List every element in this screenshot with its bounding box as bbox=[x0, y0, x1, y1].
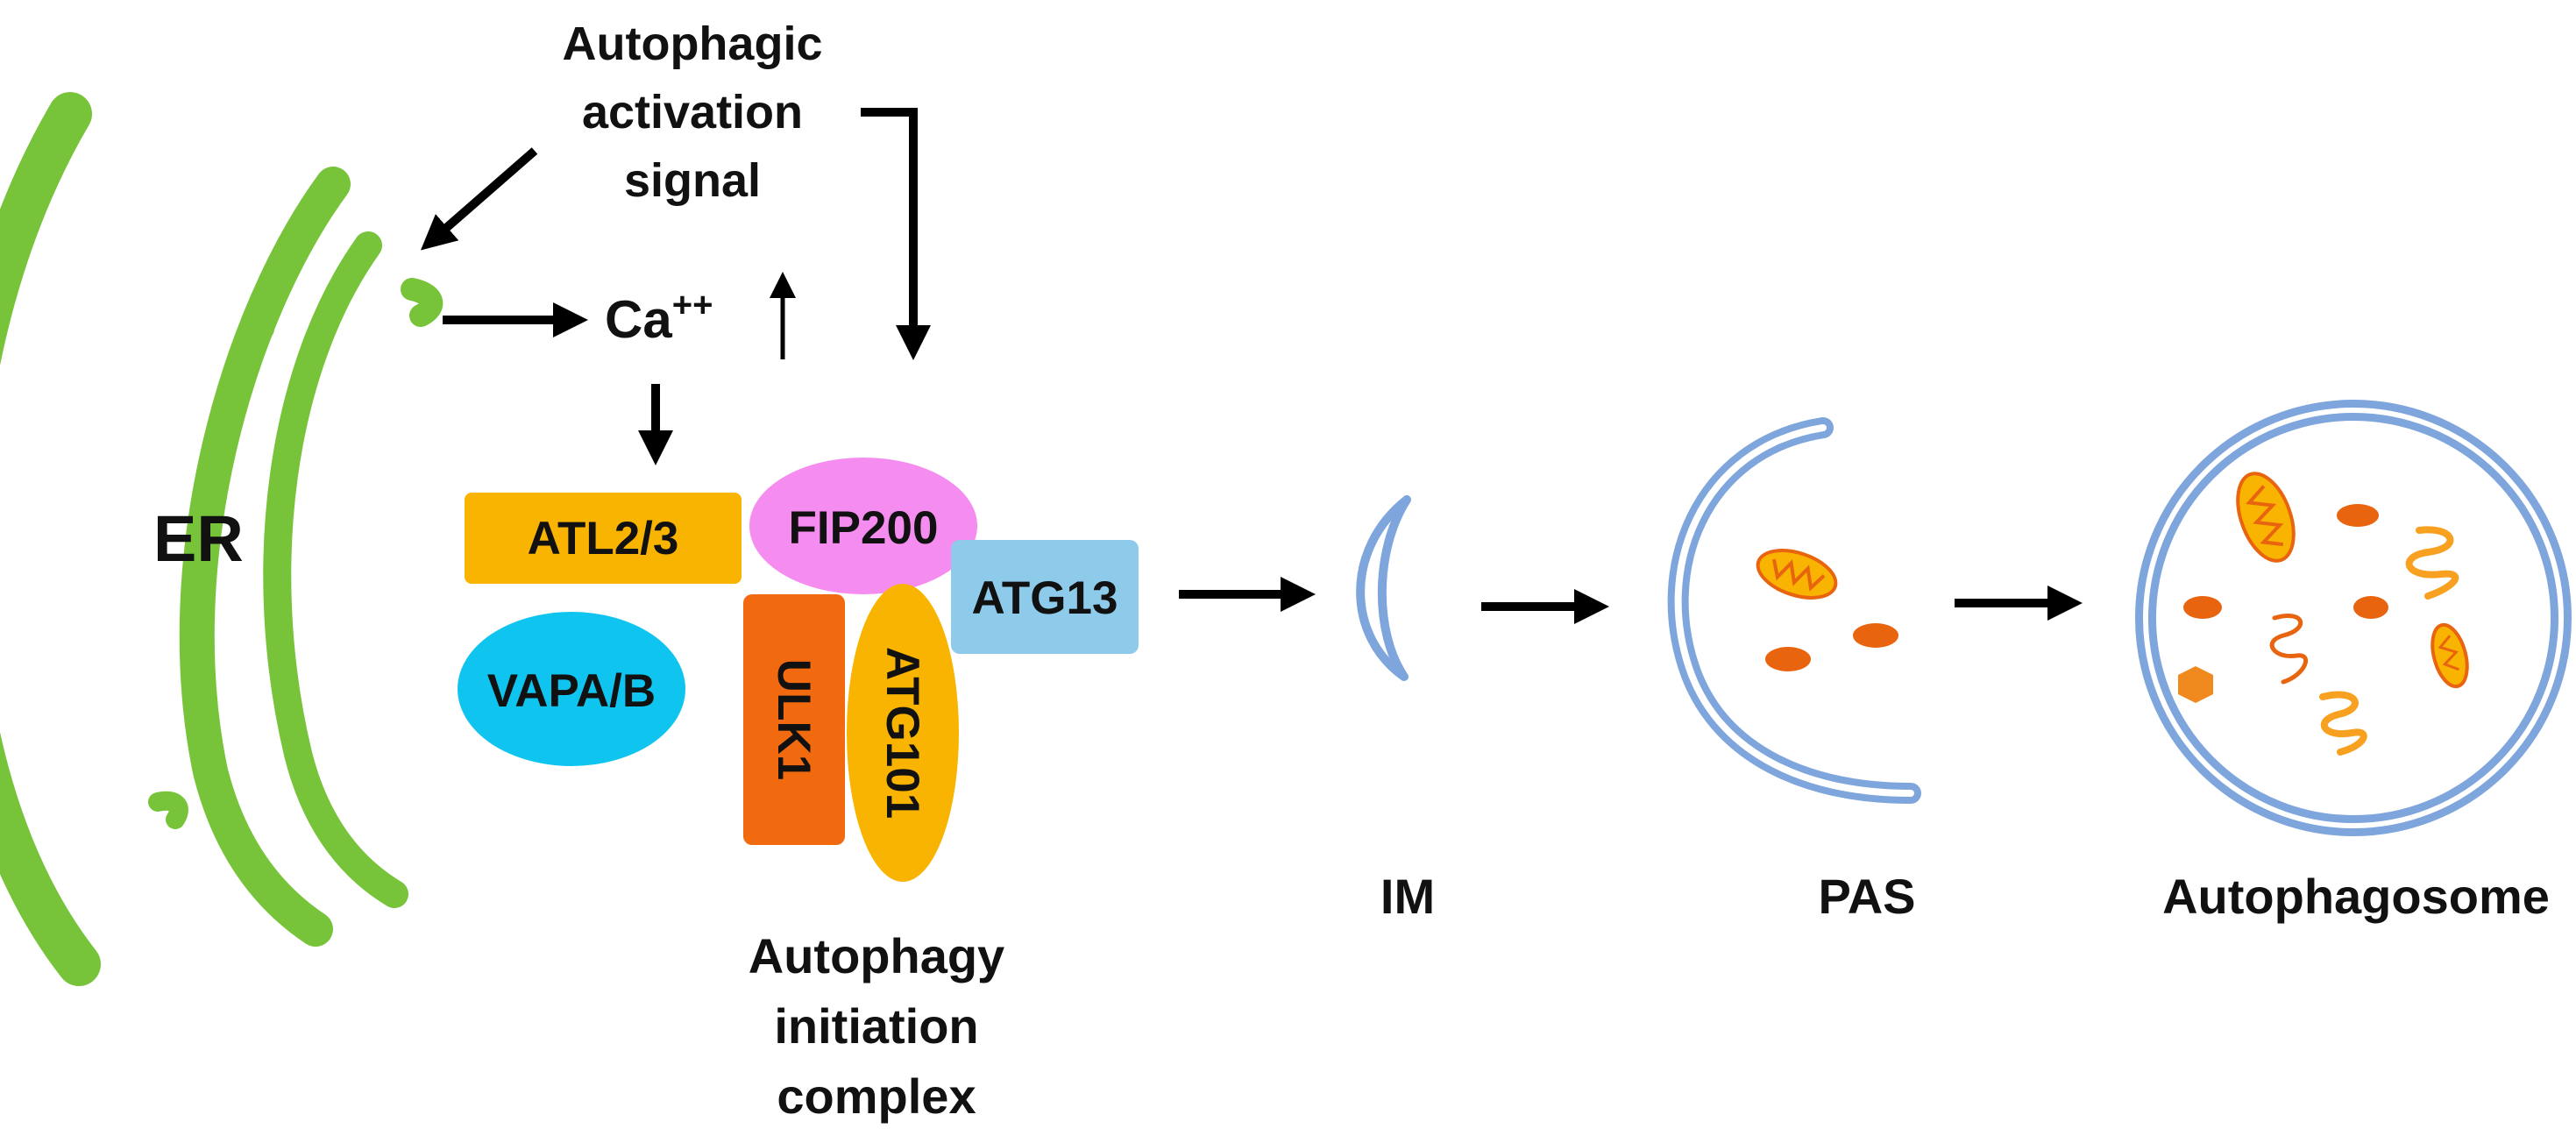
calcium-ion: Ca bbox=[605, 290, 672, 349]
pas-cargo-2 bbox=[1765, 647, 1811, 671]
autophagosome-mitochondrion-1 bbox=[2236, 472, 2296, 563]
autophagosome-hexagon bbox=[2178, 666, 2213, 703]
autophagosome-cargo-1 bbox=[2337, 504, 2379, 527]
er-bud-upper bbox=[401, 278, 444, 327]
isolation-membrane bbox=[1356, 495, 1411, 681]
ulk1-box: ULK1 bbox=[743, 594, 845, 845]
signal-label-line3: signal bbox=[624, 154, 761, 207]
autophagosome-cargo-2 bbox=[2183, 596, 2222, 619]
autophagosome-rna-3 bbox=[2319, 691, 2367, 756]
er-bud-lower bbox=[148, 791, 188, 829]
complex-label-line1: Autophagy bbox=[749, 928, 1004, 983]
autophagosome-rna-2 bbox=[2269, 614, 2309, 685]
fip200-ellipse: FIP200 bbox=[749, 458, 977, 594]
atg101-label: ATG101 bbox=[876, 647, 928, 819]
pas-cargo-1 bbox=[1853, 623, 1898, 648]
er-cisterna-inner bbox=[263, 231, 408, 908]
signal-label-line2: activation bbox=[582, 86, 803, 138]
er-cisterna-outer bbox=[0, 92, 101, 986]
pas-label: PAS bbox=[1819, 869, 1916, 924]
er-membrane bbox=[0, 92, 444, 986]
complex-label-line2: initiation bbox=[774, 998, 978, 1054]
autophagosome bbox=[2135, 400, 2572, 836]
autophagosome-mitochondrion-2 bbox=[2431, 622, 2469, 689]
signal-label-line1: Autophagic bbox=[563, 18, 823, 70]
autophagosome-rna-1 bbox=[2405, 526, 2459, 600]
signal-to-complex-arrow bbox=[861, 108, 931, 360]
im-label: IM bbox=[1380, 869, 1435, 924]
vapa-label: VAPA/B bbox=[487, 665, 656, 717]
atg101-ellipse: ATG101 bbox=[847, 584, 959, 882]
complex-label-line3: complex bbox=[777, 1068, 976, 1124]
atl-box: ATL2/3 bbox=[465, 493, 742, 584]
pas-membrane bbox=[1667, 417, 1921, 804]
er-label: ER bbox=[153, 502, 244, 575]
signal-to-er-arrow bbox=[420, 147, 538, 251]
pas bbox=[1667, 417, 1921, 804]
fip200-label: FIP200 bbox=[789, 502, 939, 554]
vapa-ellipse: VAPA/B bbox=[458, 612, 685, 766]
autophagosome-label: Autophagosome bbox=[2162, 869, 2550, 924]
atg13-label: ATG13 bbox=[972, 572, 1118, 624]
atl-label: ATL2/3 bbox=[528, 513, 679, 564]
atg13-box: ATG13 bbox=[951, 540, 1139, 654]
autophagosome-cargo-3 bbox=[2353, 596, 2388, 619]
er-tubule-upper bbox=[247, 278, 283, 340]
calcium-label: Ca++ bbox=[605, 286, 713, 349]
calcium-charge: ++ bbox=[672, 286, 713, 324]
ulk1-label: ULK1 bbox=[768, 659, 820, 780]
pas-mitochondrion bbox=[1756, 549, 1838, 600]
